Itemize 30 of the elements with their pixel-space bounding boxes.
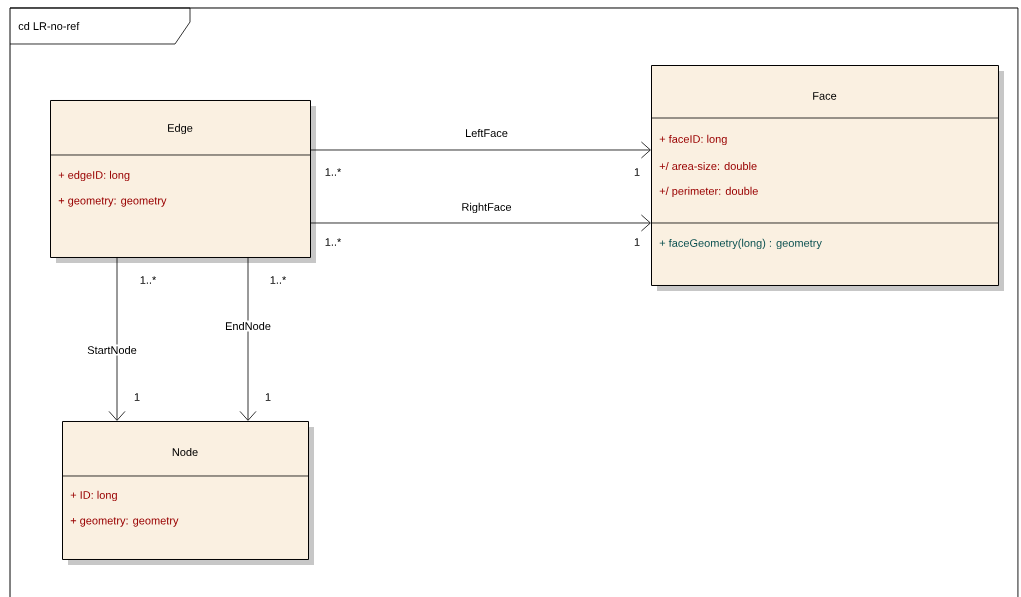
class-name: Face [813,92,837,100]
edge-label: RightFace [459,201,514,215]
attribute-text: +/ area-size: double [659,161,757,171]
attribute-text: + geometry: geometry [70,517,179,527]
association-arrow [309,141,651,159]
multiplicity-label: 1..* [140,276,157,284]
edge-label: LeftFace [463,127,510,139]
association-arrow [239,256,257,421]
attribute-text: +/ perimeter: double [659,186,758,198]
edge-label: StartNode [85,344,139,356]
class-box [61,421,314,565]
edge-label: EndNode [223,320,273,332]
multiplicity-label: 1 [265,393,271,401]
frame-tab: cd LR-no-ref [9,7,191,45]
association-arrow [309,214,651,232]
association-arrow [108,256,126,421]
multiplicity-label: 1 [634,168,640,176]
class-box [650,65,1004,291]
class-name: Edge [168,123,193,135]
operation-text: + faceGeometry(long) : geometry [659,238,822,250]
attribute-text: + faceID: long [659,134,727,146]
class-box [49,100,316,263]
attribute-text: + ID: long [70,490,117,502]
class-name: Node [172,447,198,457]
multiplicity-label: 1 [634,238,640,246]
attribute-text: + edgeID: long [58,170,130,182]
multiplicity-label: 1..* [270,276,287,284]
diagram-frame [9,7,1019,597]
attribute-text: + geometry: geometry [58,197,167,207]
multiplicity-label: 1 [134,393,140,401]
